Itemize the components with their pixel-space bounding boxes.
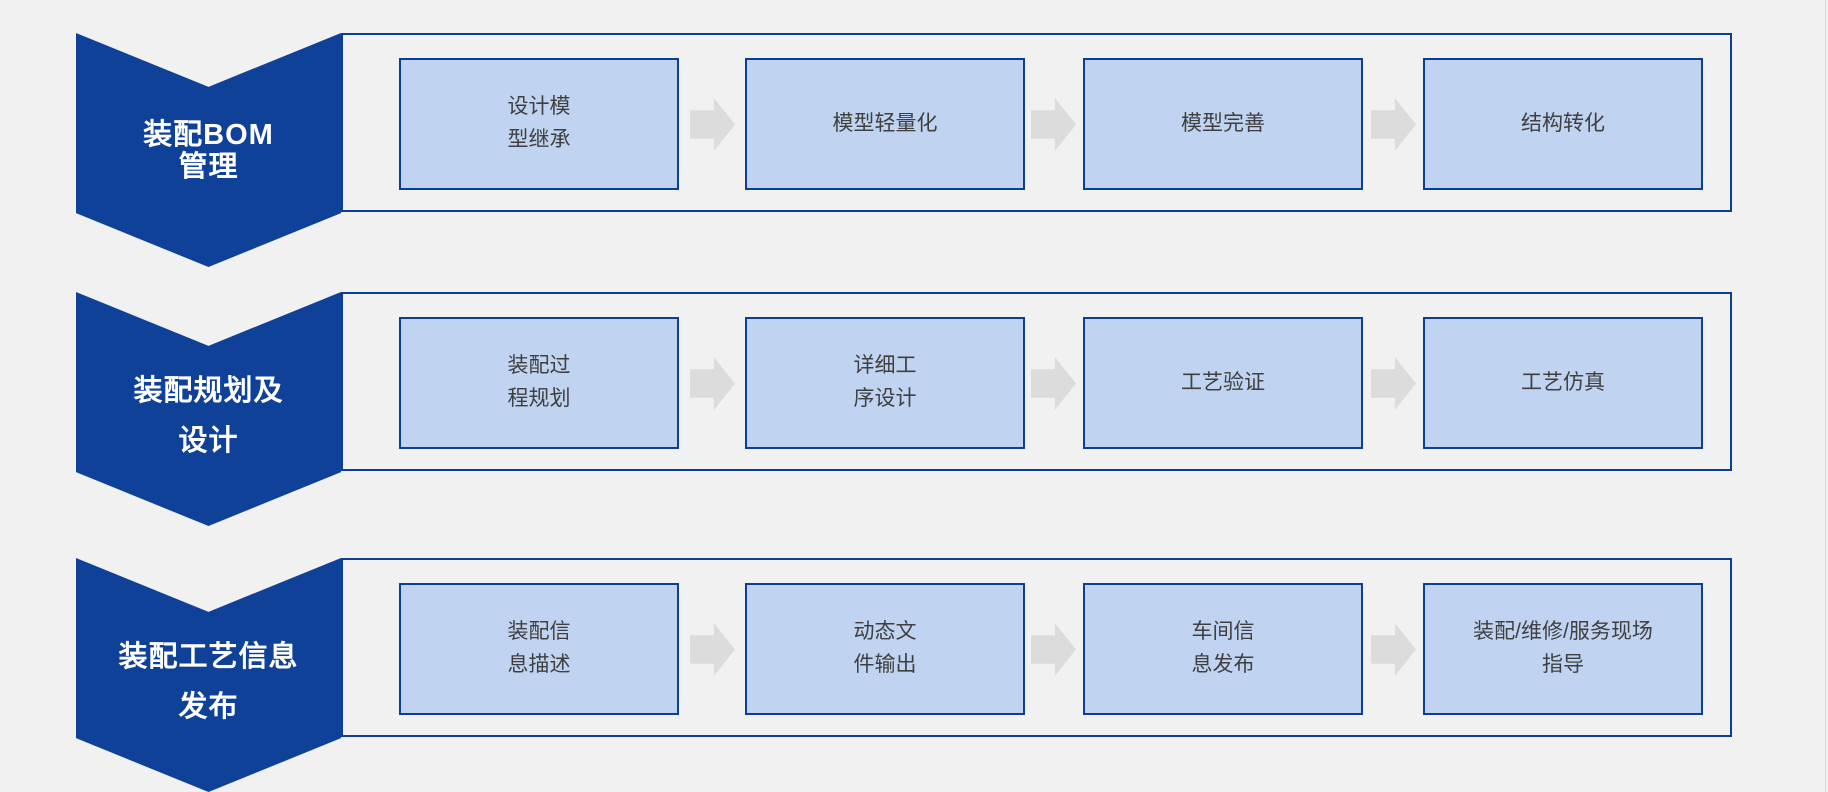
chevron-banner: 装配工艺信息 发布: [76, 558, 341, 792]
process-row-planning: 装配规划及 设计 装配过 程规划 详细工 序设计 工艺验证 工艺仿真: [0, 292, 1828, 526]
process-step-box: 装配/维修/服务现场 指导: [1423, 583, 1703, 715]
process-step-box: 结构转化: [1423, 58, 1703, 190]
chevron-banner: 装配BOM 管理: [76, 33, 341, 267]
chevron-banner-label: 装配工艺信息 发布: [118, 641, 299, 723]
process-step-box: 工艺仿真: [1423, 317, 1703, 449]
process-step-box: 装配过 程规划: [399, 317, 679, 449]
row-frame: [341, 558, 1732, 737]
page-edge-line: [1825, 0, 1826, 792]
process-step-box: 车间信 息发布: [1083, 583, 1363, 715]
chevron-banner: 装配规划及 设计: [76, 292, 341, 526]
process-step-box: 工艺验证: [1083, 317, 1363, 449]
process-step-label: 模型完善: [1181, 111, 1265, 135]
process-step-label: 结构转化: [1521, 111, 1605, 135]
process-row-bom: 装配BOM 管理 设计模 型继承 模型轻量化 模型完善 结构转化: [0, 33, 1828, 267]
process-step-label: 车间信 息发布: [1191, 620, 1255, 676]
chevron-banner-label: 装配BOM 管理: [143, 118, 274, 183]
process-step-label: 设计模 型继承: [507, 95, 571, 151]
process-row-release: 装配工艺信息 发布 装配信 息描述 动态文 件输出 车间信 息发布 装配/维修/…: [0, 558, 1828, 792]
process-step-label: 装配信 息描述: [507, 620, 571, 676]
process-step-box: 设计模 型继承: [399, 58, 679, 190]
process-step-label: 工艺仿真: [1521, 370, 1605, 394]
process-step-label: 工艺验证: [1181, 370, 1265, 394]
process-step-box: 模型完善: [1083, 58, 1363, 190]
process-step-label: 装配/维修/服务现场 指导: [1473, 620, 1653, 676]
process-step-box: 详细工 序设计: [745, 317, 1025, 449]
process-step-box: 动态文 件输出: [745, 583, 1025, 715]
chevron-banner-label: 装配规划及 设计: [133, 375, 284, 457]
process-step-box: 模型轻量化: [745, 58, 1025, 190]
process-step-label: 装配过 程规划: [507, 354, 571, 410]
process-step-label: 详细工 序设计: [853, 354, 917, 410]
process-step-box: 装配信 息描述: [399, 583, 679, 715]
process-step-label: 动态文 件输出: [853, 620, 917, 676]
row-frame: [341, 33, 1732, 212]
process-step-label: 模型轻量化: [832, 111, 938, 135]
row-frame: [341, 292, 1732, 471]
